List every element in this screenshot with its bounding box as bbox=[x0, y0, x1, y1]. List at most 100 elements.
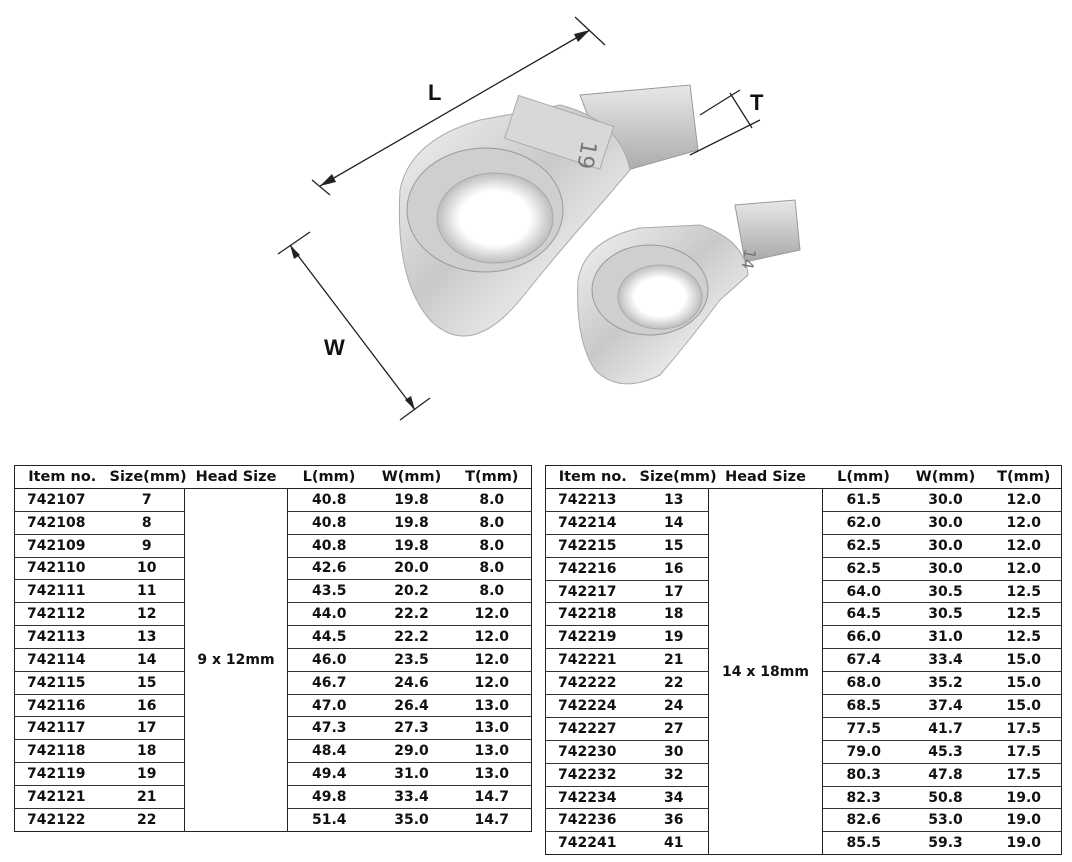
width-cell: 53.0 bbox=[904, 808, 987, 833]
thickness-cell: 12.0 bbox=[986, 488, 1062, 512]
thickness-cell: 13.0 bbox=[452, 694, 532, 718]
thickness-cell: 12.0 bbox=[986, 511, 1062, 535]
thickness-cell: 14.7 bbox=[452, 785, 532, 809]
size-cell: 15 bbox=[109, 671, 185, 695]
item-number-cell: 742218 bbox=[545, 602, 640, 627]
width-cell: 31.0 bbox=[370, 762, 453, 786]
item-number-cell: 742122 bbox=[27, 811, 86, 828]
thickness-cell: 13.0 bbox=[452, 739, 532, 764]
length-cell: 40.8 bbox=[287, 534, 371, 558]
width-cell: 50.8 bbox=[904, 786, 987, 810]
item-number-cell: 742111 bbox=[14, 579, 110, 604]
thickness-cell: 12.0 bbox=[986, 557, 1062, 581]
length-cell: 85.5 bbox=[846, 835, 882, 852]
dimension-arrows bbox=[290, 30, 590, 410]
thickness-cell: 12.0 bbox=[452, 648, 532, 672]
size-cell: 7 bbox=[109, 488, 185, 512]
length-cell: 64.0 bbox=[822, 580, 905, 604]
column-header: W(mm) bbox=[904, 465, 987, 489]
length-label: L bbox=[428, 80, 441, 105]
length-cell: 68.5 bbox=[822, 694, 905, 718]
thickness-cell: 12.5 bbox=[986, 602, 1062, 627]
width-cell: 24.6 bbox=[370, 671, 453, 695]
item-number-cell: 742230 bbox=[545, 740, 640, 764]
size-cell: 17 bbox=[639, 580, 709, 604]
size-cell: 27 bbox=[639, 717, 709, 741]
size-cell: 41 bbox=[639, 831, 709, 855]
thickness-cell: 8.0 bbox=[452, 511, 532, 535]
size-cell: 30 bbox=[639, 740, 709, 764]
column-header: Size(mm) bbox=[639, 465, 717, 489]
size-cell: 21 bbox=[639, 648, 709, 673]
width-cell: 23.5 bbox=[370, 648, 453, 672]
item-number-cell: 742214 bbox=[545, 511, 640, 535]
column-header: Head Size bbox=[708, 465, 823, 489]
item-number-cell: 742219 bbox=[545, 625, 640, 650]
width-cell: 30.0 bbox=[904, 488, 987, 512]
length-cell: 48.4 bbox=[287, 739, 371, 764]
thickness-cell: 17.5 bbox=[986, 740, 1062, 764]
width-cell: 22.2 bbox=[370, 602, 453, 627]
thickness-cell: 19.0 bbox=[986, 786, 1062, 810]
item-number-cell: 742217 bbox=[545, 580, 640, 604]
item-number-cell: 742109 bbox=[14, 534, 110, 558]
thickness-cell: 8.0 bbox=[452, 534, 532, 558]
length-cell: 46.0 bbox=[287, 648, 371, 672]
length-cell: 44.0 bbox=[287, 602, 371, 627]
large-head-marking: 19 bbox=[571, 139, 600, 171]
size-cell: 19 bbox=[109, 762, 185, 786]
item-number-cell: 742232 bbox=[545, 763, 640, 787]
size-cell: 14 bbox=[109, 648, 185, 672]
length-cell: 77.5 bbox=[822, 717, 905, 741]
width-cell: 31.0 bbox=[904, 625, 987, 650]
item-number-cell: 742221 bbox=[545, 648, 640, 673]
thickness-cell: 12.5 bbox=[986, 625, 1062, 650]
width-cell: 19.8 bbox=[370, 511, 453, 535]
size-cell: 19 bbox=[639, 625, 709, 650]
width-cell: 30.5 bbox=[904, 602, 987, 627]
size-cell: 16 bbox=[109, 694, 185, 718]
length-cell: 82.6 bbox=[822, 808, 905, 833]
item-number-cell: 742108 bbox=[14, 511, 110, 535]
small-head-marking: 14 bbox=[738, 247, 760, 270]
width-cell: 20.0 bbox=[370, 557, 453, 581]
item-number-cell: 742116 bbox=[14, 694, 110, 718]
width-cell: 22.2 bbox=[370, 625, 453, 649]
thickness-cell: 8.0 bbox=[452, 579, 532, 604]
thickness-cell: 12.0 bbox=[986, 534, 1062, 558]
thickness-cell: 19.0 bbox=[1006, 835, 1042, 852]
width-cell: 30.0 bbox=[904, 557, 987, 581]
thickness-cell: 14.7 bbox=[474, 811, 510, 828]
item-number-cell: 742114 bbox=[14, 648, 110, 672]
item-number-cell: 742234 bbox=[545, 786, 640, 810]
wrench-illustration: 19 14 L bbox=[277, 16, 801, 421]
item-number-cell: 742216 bbox=[545, 557, 640, 581]
length-cell: 82.3 bbox=[822, 786, 905, 810]
thickness-cell: 17.5 bbox=[986, 763, 1062, 787]
width-cell: 45.3 bbox=[904, 740, 987, 764]
width-cell: 41.7 bbox=[904, 717, 987, 741]
length-cell: 40.8 bbox=[287, 511, 371, 535]
width-cell: 19.8 bbox=[370, 534, 453, 558]
item-number-cell: 742113 bbox=[14, 625, 110, 649]
thickness-cell: 12.0 bbox=[452, 625, 532, 649]
length-cell: 67.4 bbox=[822, 648, 905, 673]
item-number-cell: 742227 bbox=[545, 717, 640, 741]
